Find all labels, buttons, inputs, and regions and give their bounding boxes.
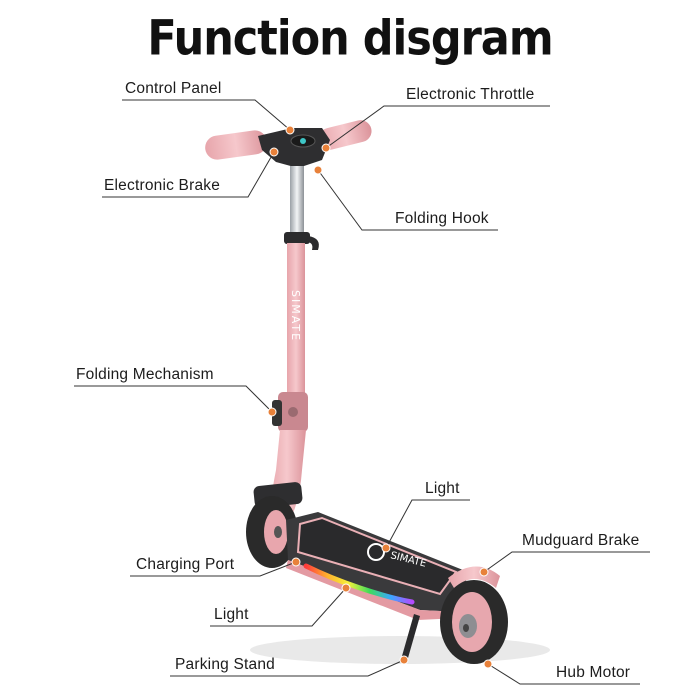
label-electronic-throttle: Electronic Throttle <box>406 86 535 103</box>
marker-parking-stand <box>399 655 409 665</box>
power-button-icon <box>300 138 306 144</box>
leader-light-top <box>385 499 470 549</box>
left-grip <box>205 130 267 160</box>
leader-charging-port <box>130 561 297 577</box>
label-control-panel: Control Panel <box>125 80 222 97</box>
label-light-bottom: Light <box>214 606 249 623</box>
folding-bolt <box>288 407 298 417</box>
leader-mudguard-brake <box>483 551 650 573</box>
marker-light-bottom <box>341 583 351 593</box>
marker-folding-mechanism <box>267 407 277 417</box>
label-parking-stand: Parking Stand <box>175 656 275 673</box>
stem-brand-text: SIMATE <box>289 290 302 342</box>
label-electronic-brake: Electronic Brake <box>104 177 221 194</box>
leader-control-panel <box>122 99 291 131</box>
deck-top-mat <box>296 516 458 596</box>
front-hub-center <box>274 526 282 538</box>
marker-folding-hook <box>313 165 323 175</box>
leader-electronic-brake <box>102 151 275 198</box>
leader-folding-hook <box>317 169 498 231</box>
marker-electronic-throttle <box>321 143 331 153</box>
leader-folding-mechanism <box>74 385 273 413</box>
leader-parking-stand <box>170 659 405 677</box>
chrome-stem <box>290 166 304 236</box>
marker-light-top <box>381 543 391 553</box>
folding-hook-shape <box>306 236 319 250</box>
leader-hub-motor <box>487 663 640 685</box>
pink-stem <box>287 243 305 393</box>
label-hub-motor: Hub Motor <box>556 664 631 681</box>
rear-axle <box>463 624 469 632</box>
marker-electronic-brake <box>269 147 279 157</box>
label-charging-port: Charging Port <box>136 556 235 573</box>
marker-control-panel <box>285 125 295 135</box>
marker-hub-motor <box>483 659 493 669</box>
folding-latch <box>272 400 282 426</box>
kickstand <box>402 614 420 660</box>
marker-charging-port <box>291 557 301 567</box>
label-folding-hook: Folding Hook <box>395 210 489 227</box>
leader-electronic-throttle <box>325 105 550 149</box>
right-grip <box>318 120 372 150</box>
label-light-top: Light <box>425 480 460 497</box>
stem-clamp <box>284 232 310 244</box>
label-mudguard-brake: Mudguard Brake <box>522 532 640 549</box>
rainbow-light-strip <box>303 563 415 605</box>
leader-light-bottom <box>210 587 347 627</box>
diagram-title: Function disgram <box>147 11 553 67</box>
marker-mudguard-brake <box>479 567 489 577</box>
label-folding-mechanism: Folding Mechanism <box>76 366 214 383</box>
